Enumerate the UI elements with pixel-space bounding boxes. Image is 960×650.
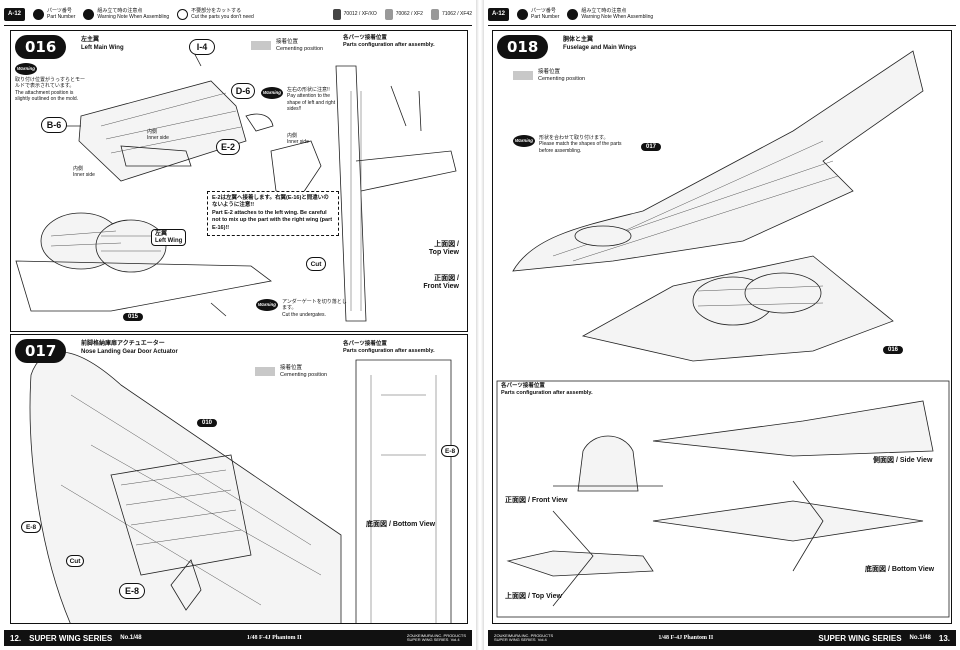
inner-side-label: 内側 Inner side [287, 133, 309, 145]
warning-icon [567, 9, 579, 20]
part-label-017: 017 [641, 143, 662, 151]
series-scale: No.1/48 [120, 635, 142, 641]
shape-match-note: Warning 形状を合わせて取り付けます。 Please match the … [513, 135, 623, 154]
page-number: 13. [938, 633, 950, 643]
config-caption: 各パーツ接着位置 Parts configuration after assem… [501, 383, 593, 396]
mix-up-note: E-2は左翼へ接着します。右翼(E-16)と間違いのないように注意!! Part… [207, 191, 339, 237]
warning-icon: Warning [261, 87, 283, 99]
part-label-B6: B-6 [41, 117, 67, 133]
part-label-D6: D-6 [231, 83, 255, 99]
left-page: A-12 パーツ番号 Part Number 組み立て時の注意点 Warning… [0, 0, 476, 650]
paint-can-icon [430, 9, 439, 20]
inner-side-label: 内側 Inner side [147, 129, 169, 141]
cut-icon [177, 9, 189, 20]
front-view-label: 正面図 / Front View [423, 275, 459, 291]
series-title: SUPER WING SERIES [818, 633, 902, 643]
warning-icon: Warning [256, 299, 278, 311]
config-caption: 各パーツ接着位置 Parts configuration after assem… [343, 35, 435, 49]
publisher-note: ZOUKEIMURA INC. PRODUCTS SUPER WING SERI… [494, 632, 554, 642]
part-label-I4: I-4 [189, 39, 215, 55]
part-label-015: 015 [123, 313, 144, 321]
series-scale: No.1/48 [909, 635, 931, 641]
legend-tag: A-12 [488, 8, 510, 21]
part-label-E8-detail: E-8 [441, 445, 459, 457]
bottom-view-label: 底面図 / Bottom View [366, 521, 436, 528]
part-label-016: 016 [883, 346, 904, 354]
pay-attention-note: Warning 左右の形状に注意!! Pay attention to the … [261, 87, 341, 112]
warning-icon: Warning [15, 63, 37, 75]
series-title: SUPER WING SERIES [29, 633, 113, 643]
cementing-legend: 接着位置 Cementing position [251, 39, 323, 52]
paint-bottle-icon [332, 9, 341, 20]
part-label-010: 010 [197, 419, 218, 427]
part-label-E2: E-2 [216, 139, 240, 155]
cement-swatch [513, 71, 533, 81]
step-title: 左主翼 Left Main Wing [81, 37, 124, 51]
top-view-label: 上面図 / Top View [505, 593, 562, 600]
bottom-view-label: 底面図 / Bottom View [865, 566, 935, 573]
step-018-panel: 018 胴体と主翼 Fuselage and Main Wings 接着位置 C… [492, 30, 952, 624]
cementing-legend: 接着位置 Cementing position [255, 365, 327, 378]
part-number-icon [33, 9, 45, 20]
left-wing-illustration [15, 46, 457, 322]
page-gutter [476, 0, 484, 650]
legend-strip: A-12 パーツ番号 Part Number 組み立て時の注意点 Warning… [488, 4, 956, 26]
front-view-label: 正面図 / Front View [505, 497, 568, 504]
legend-strip: A-12 パーツ番号 Part Number 組み立て時の注意点 Warning… [4, 4, 472, 26]
cementing-legend: 接着位置 Cementing position [513, 69, 585, 82]
right-page: A-12 パーツ番号 Part Number 組み立て時の注意点 Warning… [484, 0, 960, 650]
step-017-panel: 017 前脚格納庫扉アクチュエーター Nose Landing Gear Doo… [10, 334, 468, 624]
warning-attach-note: Warning 取り付け位置がうっすらとモールドで表示されています。 The a… [15, 63, 87, 102]
step-number-badge: 016 [15, 35, 67, 59]
inner-side-label: 内側 Inner side [73, 166, 95, 178]
warning-icon: Warning [513, 135, 535, 147]
warning-icon [83, 9, 95, 20]
kit-title: 1/48 F-4J Phantom II [246, 635, 302, 641]
left-wing-tag: 左翼 Left Wing [151, 229, 187, 247]
top-view-label: 上面図 / Top View [428, 241, 459, 257]
part-number-icon [517, 9, 529, 20]
side-view-label: 側面図 / Side View [873, 457, 933, 464]
cut-icon: Cut [306, 257, 326, 271]
publisher-note: ZOUKEIMURA INC. PRODUCTS SUPER WING SERI… [406, 632, 466, 642]
undergate-note: Warning アンダーゲートを切り落とします。 Cut the underga… [256, 299, 348, 318]
config-caption: 各パーツ接着位置 Parts configuration after assem… [343, 341, 435, 355]
fuselage-illustration [496, 50, 950, 618]
cement-swatch [255, 367, 275, 377]
part-label-E8-small: E-8 [21, 521, 41, 533]
page-number: 12. [10, 633, 22, 643]
page-footer: 12. SUPER WING SERIES No.1/48 1/48 F-4J … [4, 630, 472, 646]
kit-title: 1/48 F-4J Phantom II [658, 635, 714, 641]
page-footer: ZOUKEIMURA INC. PRODUCTS SUPER WING SERI… [488, 630, 956, 646]
nose-gear-illustration [29, 351, 452, 623]
step-title: 前脚格納庫扉アクチュエーター Nose Landing Gear Door Ac… [81, 341, 178, 355]
cut-icon: Cut [66, 555, 84, 567]
paint-can-icon [384, 9, 393, 20]
step-number-badge: 017 [15, 339, 67, 363]
step-title: 胴体と主翼 Fuselage and Main Wings [563, 37, 637, 51]
step-016-panel: 016 左主翼 Left Main Wing Warning 取り付け位置がうっ… [10, 30, 468, 332]
part-label-E8: E-8 [119, 583, 145, 599]
legend-tag: A-12 [4, 8, 26, 21]
cement-swatch [251, 41, 271, 51]
step-number-badge: 018 [497, 35, 549, 59]
